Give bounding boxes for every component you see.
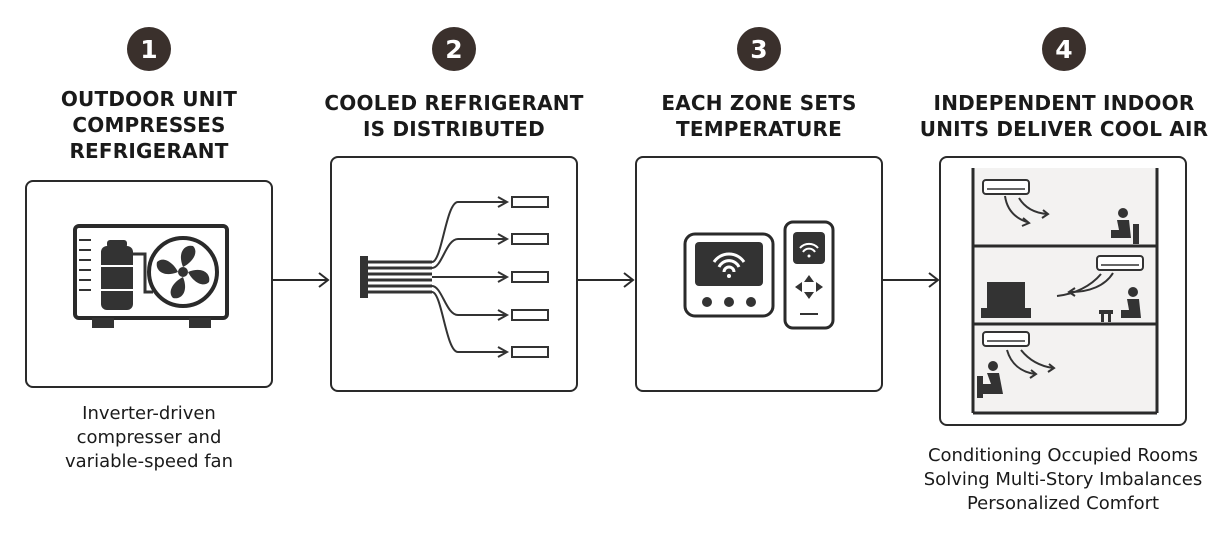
step-4-badge: 4	[1042, 27, 1086, 71]
step-1-panel	[25, 180, 273, 388]
step-3-panel	[635, 156, 883, 392]
flow-arrow-2	[578, 272, 635, 288]
multi-story-house-icon	[971, 168, 1159, 415]
thermostat-and-remote-icon	[683, 220, 835, 330]
flow-arrow-1	[273, 272, 330, 288]
step-2-badge: 2	[432, 27, 476, 71]
outdoor-ac-unit-icon	[73, 224, 229, 328]
step-4-panel	[939, 156, 1187, 426]
step-1-badge: 1	[127, 27, 171, 71]
refrigerant-manifold-icon	[360, 196, 549, 358]
flow-arrow-3	[883, 272, 940, 288]
step-2-panel	[330, 156, 578, 392]
step-3-badge: 3	[737, 27, 781, 71]
